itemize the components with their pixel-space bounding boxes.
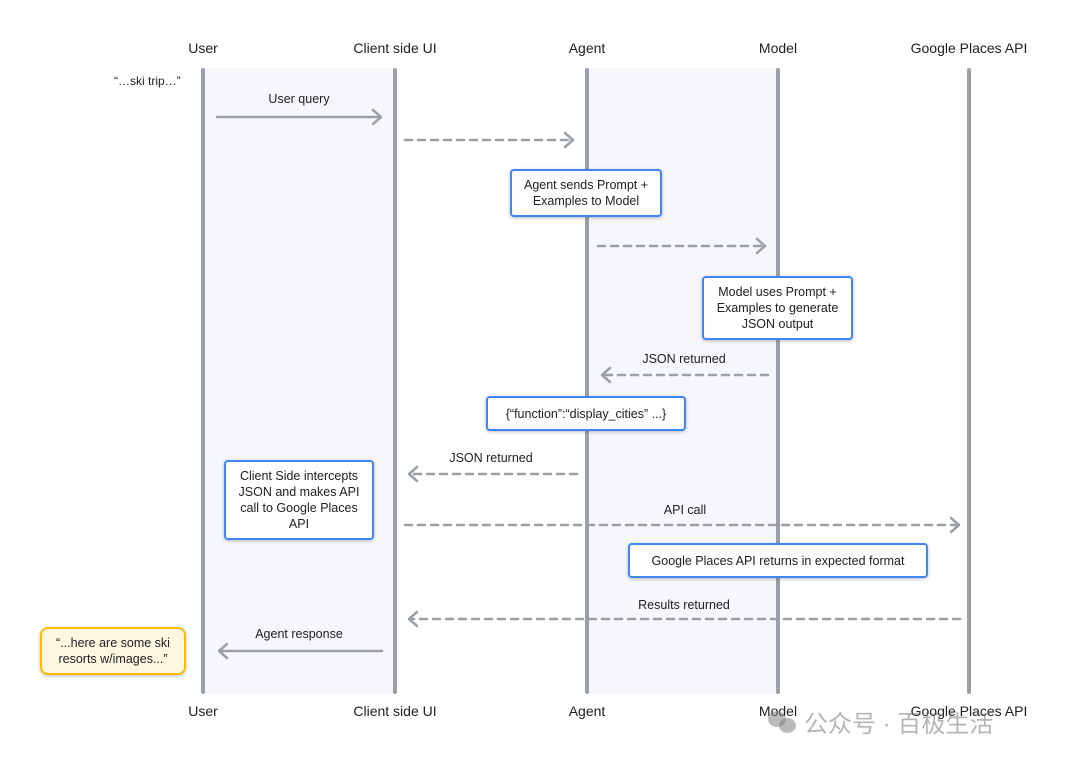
watermark: 公众号 · 百极生活 bbox=[768, 704, 993, 739]
label-user-query: User query bbox=[268, 92, 330, 106]
actor-user-top: User bbox=[188, 40, 218, 56]
client-lifeline bbox=[393, 68, 397, 694]
user-quote: “…ski trip…” bbox=[114, 74, 181, 88]
places-api-lifeline bbox=[967, 68, 971, 694]
actor-agent-top: Agent bbox=[568, 40, 606, 56]
label-json-returned-agent: JSON returned bbox=[449, 451, 533, 465]
note-function-json: {“function”:“display_cities” ...} bbox=[486, 396, 686, 431]
label-agent-response: Agent response bbox=[255, 627, 343, 641]
actor-client-bottom: Client side UI bbox=[353, 703, 437, 719]
note-places-returns: Google Places API returns in expected fo… bbox=[628, 543, 928, 578]
note-agent-sends-prompt: Agent sends Prompt + Examples to Model bbox=[510, 169, 662, 217]
actor-user-bottom: User bbox=[188, 703, 218, 719]
actor-model-top: Model bbox=[758, 40, 798, 56]
watermark-text: 公众号 · 百极生活 bbox=[804, 711, 994, 738]
actor-client-top: Client side UI bbox=[353, 40, 437, 56]
label-api-call: API call bbox=[663, 503, 707, 517]
wechat-icon bbox=[768, 709, 798, 735]
note-model-generates-json: Model uses Prompt + Examples to generate… bbox=[702, 276, 853, 340]
label-results-returned: Results returned bbox=[638, 598, 730, 612]
agent-lifeline bbox=[585, 68, 589, 694]
actor-places-top: Google Places API bbox=[910, 40, 1028, 56]
model-lifeline bbox=[776, 68, 780, 694]
actor-agent-bottom: Agent bbox=[568, 703, 606, 719]
actor-places-bottom: Google Places API bbox=[910, 703, 1028, 719]
note-client-intercepts: Client Side intercepts JSON and makes AP… bbox=[224, 460, 374, 540]
user-lifeline bbox=[201, 68, 205, 694]
client-band bbox=[203, 68, 395, 694]
note-final-answer: “...here are some ski resorts w/images..… bbox=[40, 627, 186, 675]
label-json-returned-model: JSON returned bbox=[642, 352, 726, 366]
